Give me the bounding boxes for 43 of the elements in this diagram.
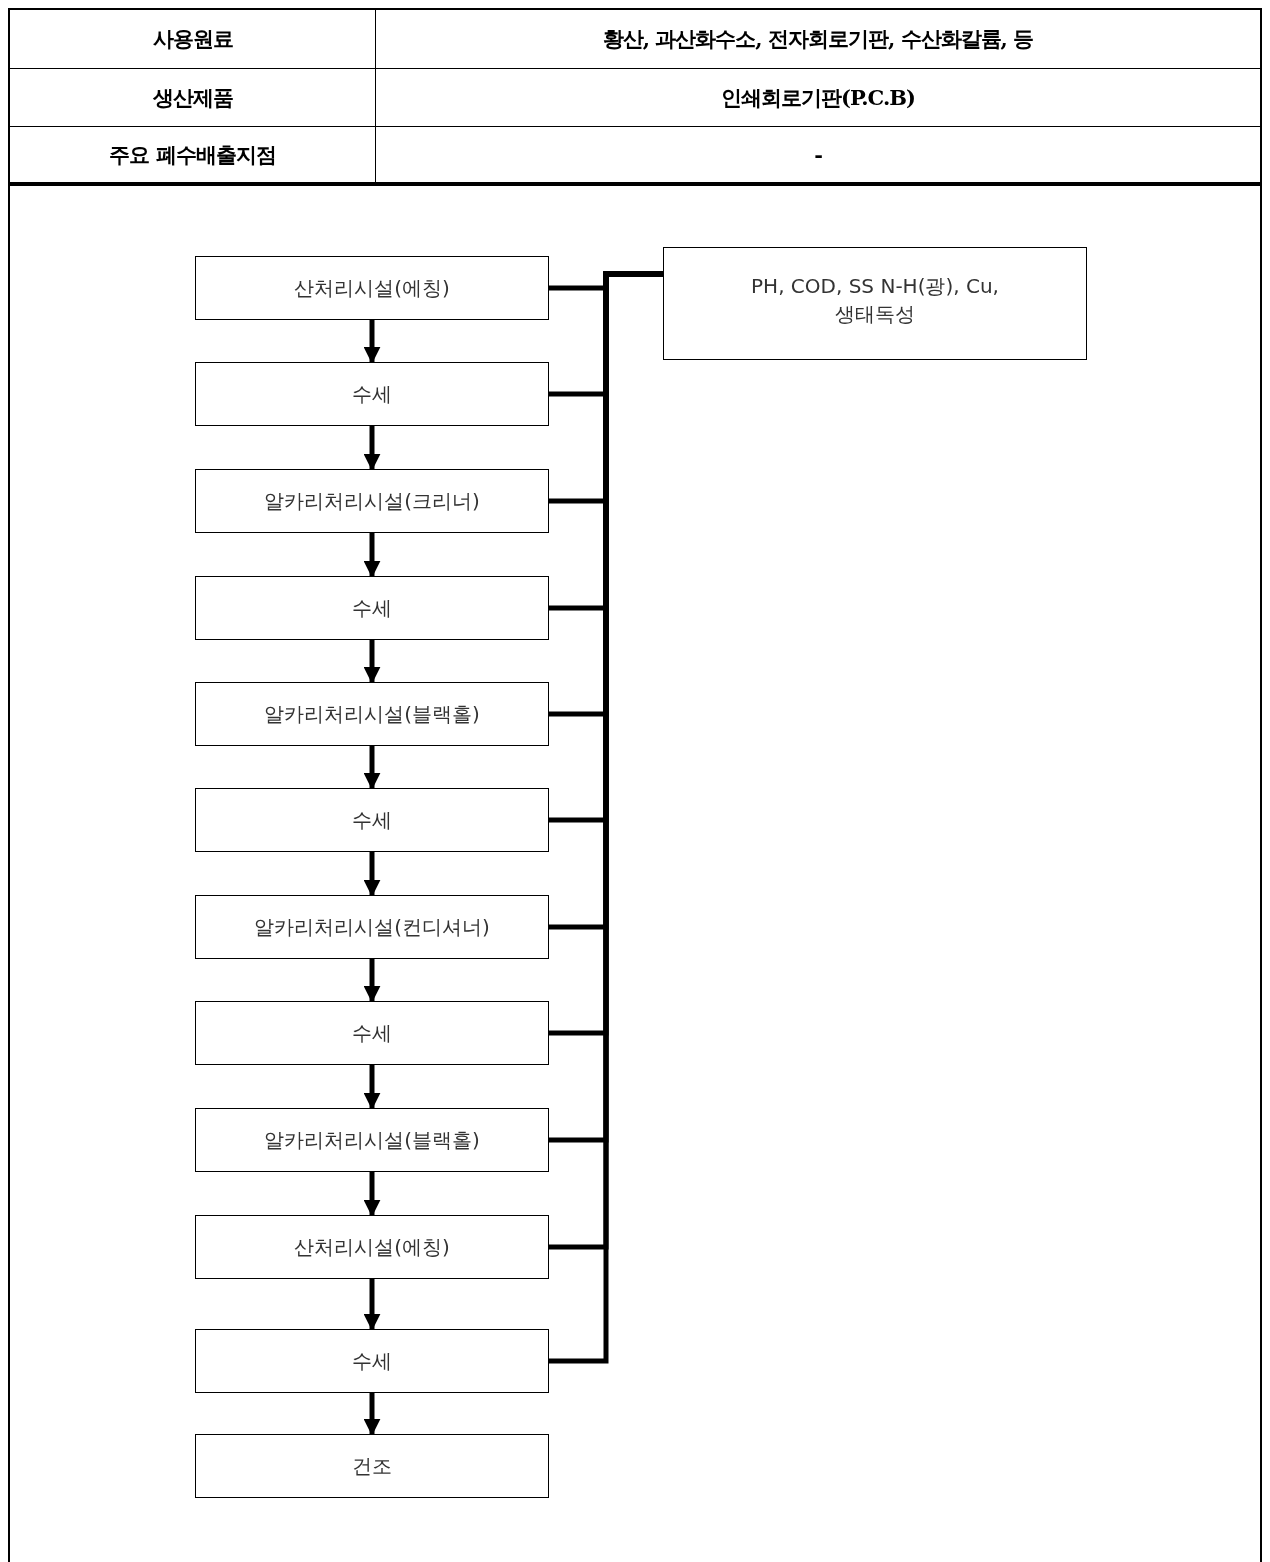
arrow [363, 1279, 381, 1331]
box-label: 건조 [352, 1453, 392, 1480]
process-box [195, 788, 549, 852]
box-label: 알카리처리시설(블랙홀) [264, 1127, 480, 1154]
box-label: 산처리시설(에칭) [294, 275, 450, 302]
arrow [363, 640, 381, 684]
process-box [195, 895, 549, 959]
row-heading: 사용원료 [152, 25, 233, 53]
box-label: 수세 [352, 1348, 392, 1375]
arrow [363, 959, 381, 1003]
process-box [195, 1329, 549, 1393]
box-label: 수세 [352, 381, 392, 408]
row-heading: 주요 폐수배출지점 [109, 140, 276, 169]
arrow [363, 1065, 381, 1110]
box-label: 알카리처리시설(컨디셔너) [254, 914, 490, 941]
arrow [363, 746, 381, 790]
box-label: 알카리처리시설(블랙홀) [264, 701, 480, 728]
box-label: 알카리처리시설(크리너) [264, 488, 480, 515]
process-box [195, 362, 549, 426]
row-value: 황산, 과산화수소, 전자회로기판, 수산화칼륨, 등 [602, 25, 1034, 53]
box-label: 수세 [352, 807, 392, 834]
box-label: 수세 [352, 595, 392, 622]
process-box [195, 1108, 549, 1172]
pollutant-box [663, 247, 1087, 360]
arrow [363, 533, 381, 578]
box-label: 수세 [352, 1020, 392, 1047]
row-heading: 생산제품 [152, 83, 233, 112]
process-box [195, 469, 549, 533]
process-box [195, 1434, 549, 1498]
process-box [195, 1215, 549, 1279]
process-box [195, 1001, 549, 1065]
process-box [195, 256, 549, 320]
arrow [363, 1393, 381, 1436]
arrow [363, 320, 381, 364]
arrow [363, 852, 381, 897]
box-label: 산처리시설(에칭) [294, 1234, 450, 1261]
process-box [195, 682, 549, 746]
arrow [363, 1172, 381, 1217]
row-value: - [814, 142, 822, 167]
arrow [363, 426, 381, 471]
box-label: PH, COD, SS N-H(광), Cu, 생태독성 [750, 273, 1000, 328]
process-box [195, 576, 549, 640]
row-value: 인쇄회로기판(P.C.B) [721, 83, 915, 112]
